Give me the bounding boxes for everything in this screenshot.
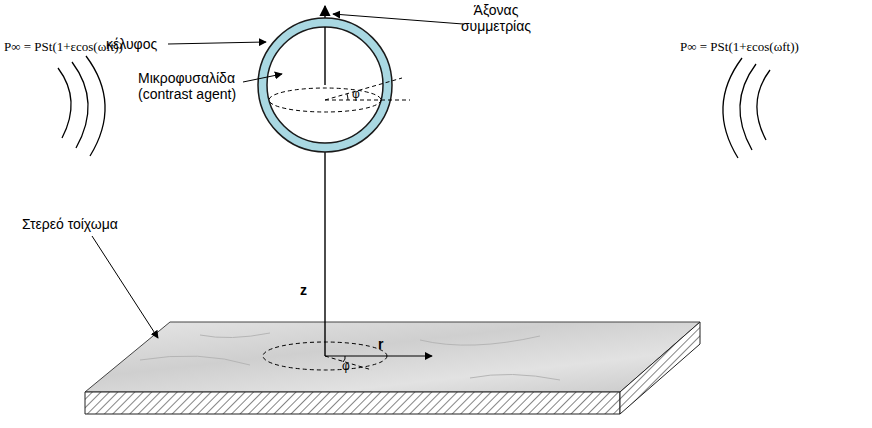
axis-symbol: z — [300, 282, 307, 298]
shell-label: κέλυφος — [106, 36, 157, 52]
axis-label: Άξονας συμμετρίας — [453, 2, 539, 34]
bubble-label: Μικροφυσαλίδα (contrast agent) — [138, 70, 242, 102]
solid-wall — [85, 322, 700, 414]
wall-label: Στερεό τοίχωμα — [22, 216, 118, 232]
angle-symbol: φ — [342, 360, 350, 374]
microbubble — [258, 18, 410, 152]
pressure-formula: P∞ = PSt(1+εcos(ωft)) — [680, 40, 799, 55]
symmetry-axis — [324, 6, 325, 356]
pressure-waves — [58, 56, 770, 158]
leader-lines — [92, 14, 463, 338]
pressure-formula: P∞ = PSt(1+εcos(ωft)) — [4, 40, 123, 55]
axis-symbol: r — [378, 336, 383, 352]
angle-symbol: φ — [352, 88, 360, 102]
